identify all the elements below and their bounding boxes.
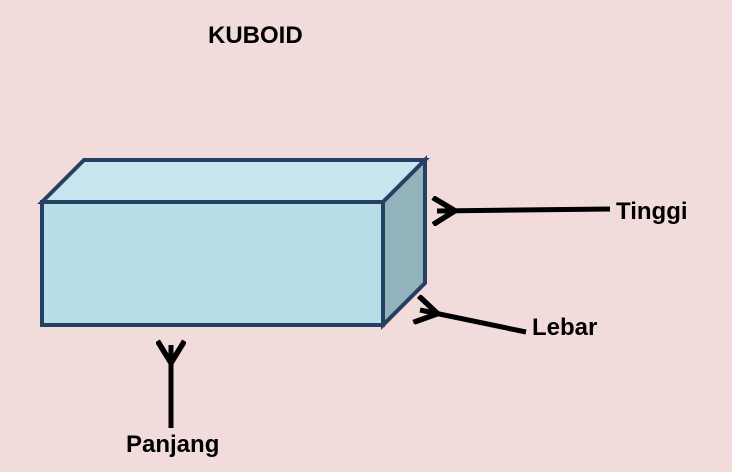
width-arrow	[420, 310, 527, 335]
length-label: Panjang	[126, 431, 220, 458]
height-label: Tinggi	[616, 198, 688, 225]
height-arrow	[437, 209, 611, 211]
cuboid-top-face	[37, 158, 430, 204]
cuboid	[37, 155, 430, 330]
width-label: Lebar	[532, 314, 598, 341]
cuboid-front-face	[40, 200, 385, 327]
diagram-title: KUBOID	[208, 22, 303, 49]
